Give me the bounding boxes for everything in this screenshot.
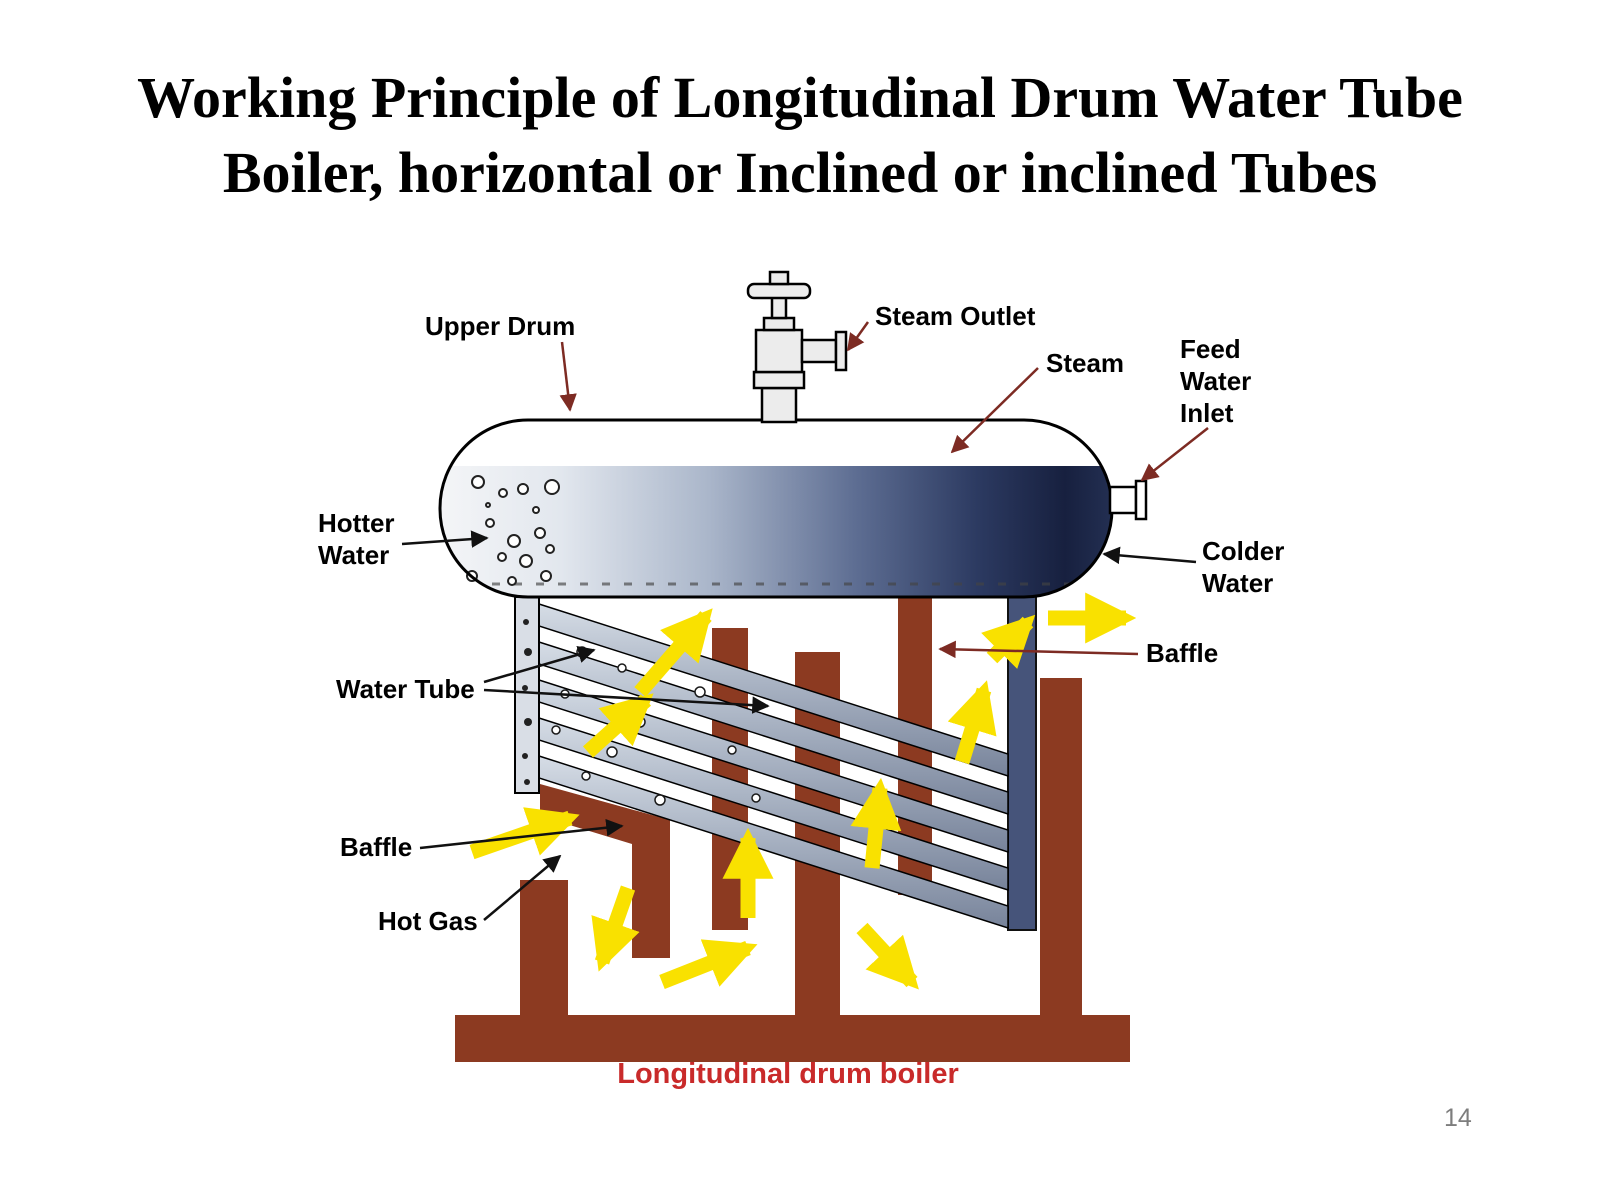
label-steam: Steam — [1046, 348, 1124, 378]
steam-arrow — [950, 367, 1039, 454]
label-hotter-water-2: Water — [318, 540, 389, 570]
label-feed-water-inlet-1: Feed — [1180, 334, 1241, 364]
colder-water-arrow — [1102, 546, 1197, 565]
label-colder-water-1: Colder — [1202, 536, 1284, 566]
label-hotter-water-1: Hotter — [318, 508, 395, 538]
baffle-right-arrow — [938, 640, 1139, 659]
diagram-caption: Longitudinal drum boiler — [617, 1058, 959, 1090]
valve-handwheel — [746, 282, 812, 300]
label-baffle-right: Baffle — [1146, 638, 1218, 668]
slide-title: Working Principle of Longitudinal Drum W… — [0, 60, 1600, 211]
label-water-tube: Water Tube — [336, 674, 475, 704]
slide-title-line-1: Working Principle of Longitudinal Drum W… — [137, 65, 1463, 130]
label-feed-water-inlet-3: Inlet — [1180, 398, 1234, 428]
label-arrows — [401, 321, 1209, 921]
steam-outlet-pipe — [800, 338, 838, 364]
upper-drum — [438, 418, 1114, 599]
steam-valve — [746, 270, 848, 424]
hot-gas-arrow — [582, 693, 654, 758]
label-baffle-left: Baffle — [340, 832, 412, 862]
label-feed-water-inlet-2: Water — [1180, 366, 1251, 396]
baffle-left-arrow — [419, 819, 624, 850]
slide-title-line-2: Boiler, horizontal or Inclined or inclin… — [222, 140, 1378, 206]
hot-gas-arrow — [659, 939, 758, 989]
hot-gas-arrows — [469, 592, 1137, 990]
feed-water-inlet-arrow — [1140, 427, 1209, 482]
label-colder-water-2: Water — [1202, 568, 1273, 598]
hot-gas-arrow — [947, 680, 997, 765]
hot-gas-arrow — [634, 608, 713, 697]
slanted-baffle — [540, 784, 670, 958]
left-tube-header — [514, 596, 540, 794]
label-upper-drum: Upper Drum — [425, 311, 575, 341]
hot-gas-arrow — [850, 777, 902, 869]
base-plate — [455, 1015, 1130, 1062]
hot-gas-arrow — [856, 922, 919, 990]
label-steam-outlet: Steam Outlet — [875, 301, 1036, 331]
page-number: 14 — [1444, 1104, 1472, 1132]
hot-gas-arrow — [981, 614, 1036, 669]
water-tubes — [538, 602, 1009, 930]
water-tube-arrow-1 — [483, 645, 596, 684]
left-support — [520, 880, 568, 1017]
hot-gas-arrow — [469, 807, 580, 860]
upper-drum-arrow — [559, 341, 577, 412]
hot-gas-arrow — [591, 885, 640, 972]
right-support — [1040, 678, 1082, 1017]
hotter-water-bubbles — [466, 475, 560, 586]
brickwork — [455, 592, 1130, 1062]
label-hot-gas: Hot Gas — [378, 906, 478, 936]
steam-outlet-arrow — [846, 321, 870, 352]
hotter-water-arrow — [401, 530, 489, 548]
feed-water-inlet-pipe — [1108, 479, 1148, 521]
water-tube-arrow-2 — [483, 688, 770, 714]
diagram-labels: Upper Drum Steam Outlet Steam Feed Water… — [318, 301, 1284, 936]
hot-gas-label-arrow — [483, 854, 562, 921]
